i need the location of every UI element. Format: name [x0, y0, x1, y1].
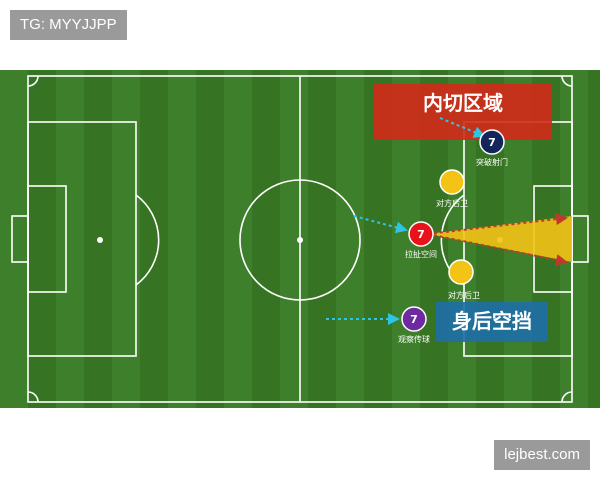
- shooting-lane: [428, 216, 572, 262]
- run-arrow-pull-space: [353, 215, 408, 234]
- cut-inside-zone: [374, 84, 552, 140]
- run-arrow-cut-inside: [439, 117, 486, 138]
- player-pull-space: 7 拉扯空间: [405, 221, 437, 259]
- player-observe-pass: 7 观察传球: [398, 306, 430, 344]
- player-breakthrough-number: 7: [488, 136, 496, 149]
- player-pull-space-number: 7: [417, 228, 425, 241]
- tactics-pitch: 内切区域 身后空挡 7 突破射门 对方后卫 7 拉扯空间 对方后卫 7 观察传球: [0, 70, 600, 408]
- opponent-back-top-label: 对方后卫: [436, 198, 468, 208]
- opponent-back-bottom: 对方后卫: [448, 259, 480, 300]
- player-observe-pass-number: 7: [410, 313, 418, 326]
- opponent-back-top: 对方后卫: [436, 169, 468, 208]
- bottom-watermark: lejbest.com: [494, 440, 590, 470]
- behind-space-zone: [436, 302, 548, 342]
- player-breakthrough-label: 突破射门: [476, 157, 508, 167]
- player-observe-pass-label: 观察传球: [398, 334, 430, 344]
- left-penalty-spot: [97, 237, 103, 243]
- behind-space-zone-label: 身后空挡: [452, 309, 532, 333]
- player-breakthrough: 7 突破射门: [476, 129, 508, 167]
- cut-inside-zone-label: 内切区域: [423, 91, 503, 115]
- center-spot: [297, 237, 303, 243]
- opponent-back-bottom-label: 对方后卫: [448, 290, 480, 300]
- top-watermark: TG: MYYJJPP: [10, 10, 127, 40]
- shot-line-top: [427, 213, 568, 235]
- player-pull-space-label: 拉扯空间: [405, 249, 437, 259]
